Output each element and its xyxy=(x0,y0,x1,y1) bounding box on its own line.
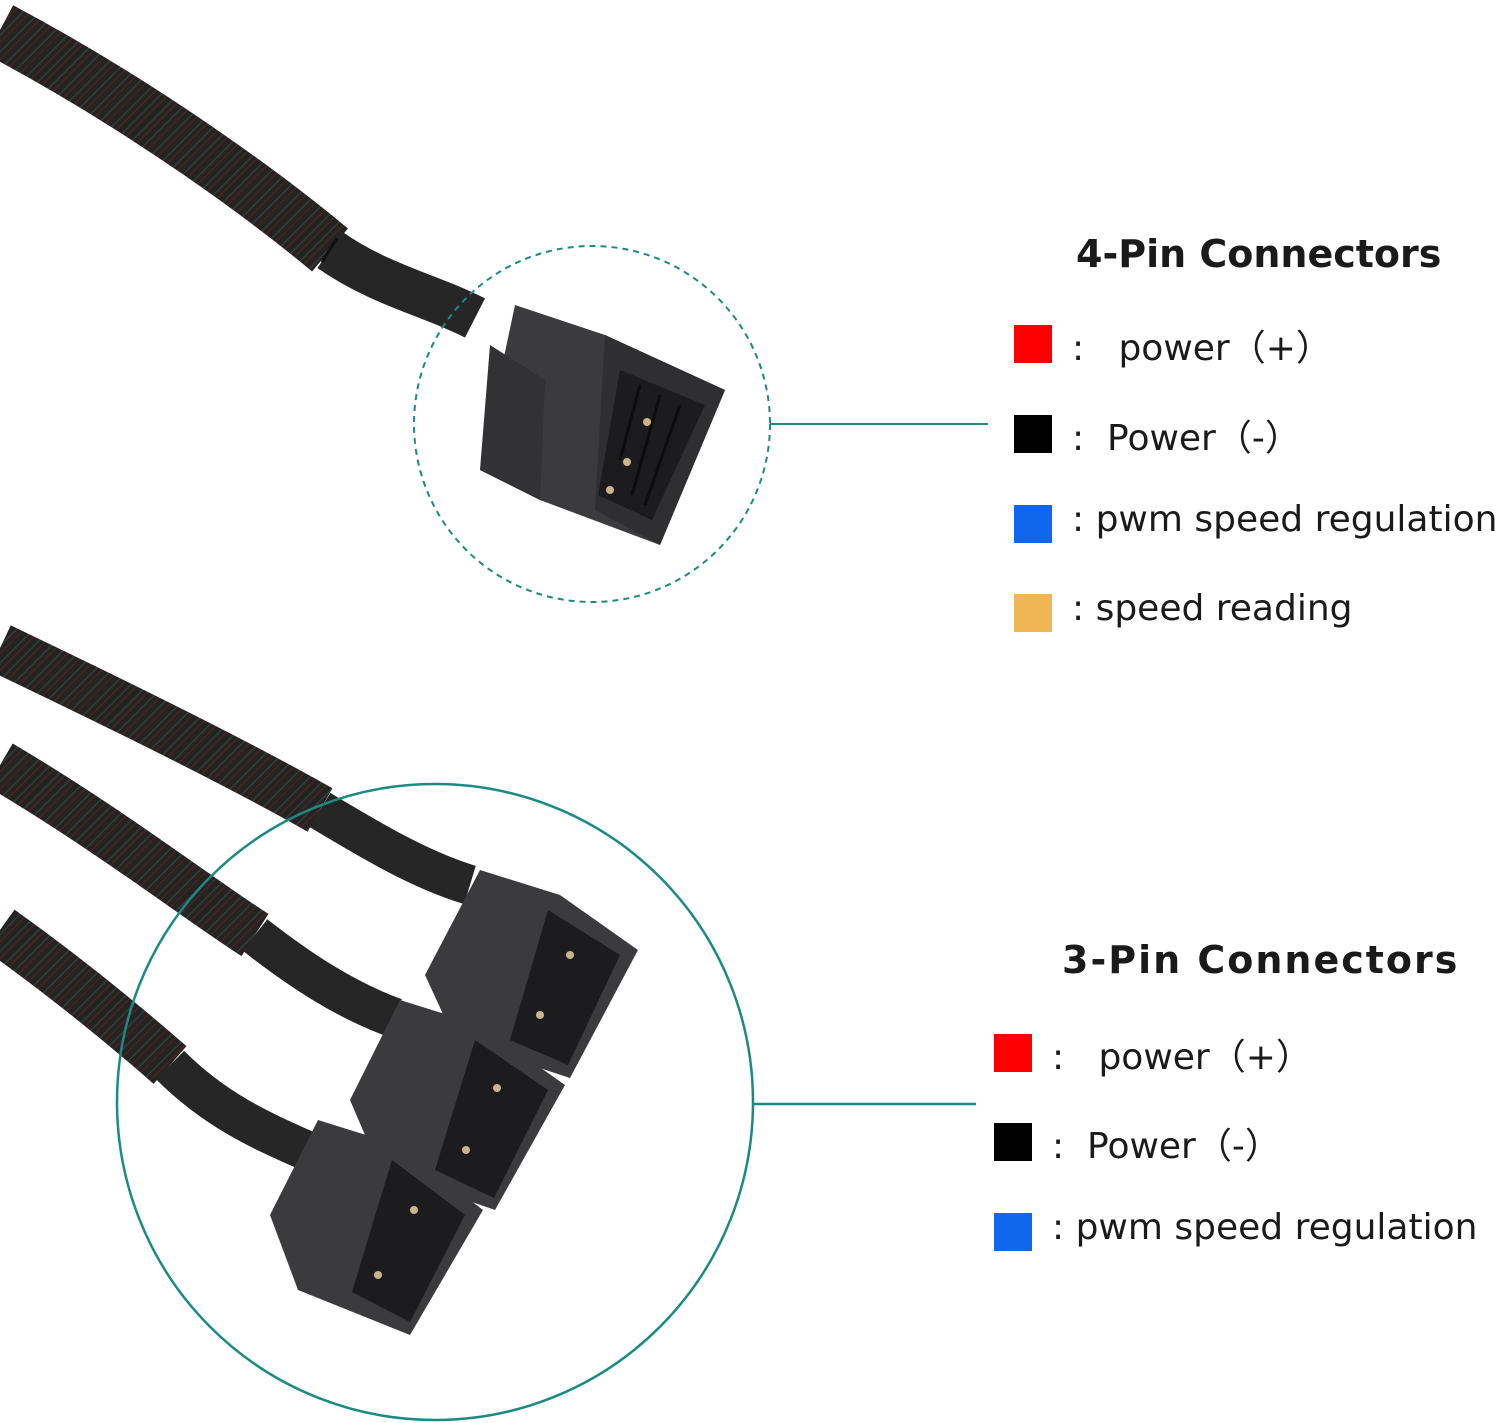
black-swatch xyxy=(1014,415,1052,453)
connector-4pin xyxy=(480,305,725,545)
cable-3pin-3 xyxy=(0,909,314,1169)
red-swatch xyxy=(1014,325,1052,363)
blue-swatch xyxy=(1014,505,1052,543)
cable-3pin-1 xyxy=(0,625,476,905)
black-swatch xyxy=(994,1123,1032,1161)
heading-3pin: 3-Pin Connectors xyxy=(1062,938,1460,982)
connector-3pin-3 xyxy=(270,1120,483,1335)
legend-label: : Power（-） xyxy=(1052,1126,1281,1167)
legend-label: : power（+） xyxy=(1052,1037,1312,1078)
callout-circle-3pin xyxy=(115,782,755,1422)
cable-4pin xyxy=(0,5,486,338)
legend-label: : speed reading xyxy=(1072,588,1353,629)
red-swatch xyxy=(994,1034,1032,1072)
legend-label: : power（+） xyxy=(1072,328,1332,369)
blue-swatch xyxy=(994,1213,1032,1251)
legend-label: : pwm speed regulation xyxy=(1052,1207,1478,1248)
orange-swatch xyxy=(1014,594,1052,632)
heading-4pin: 4-Pin Connectors xyxy=(1076,232,1442,276)
cable-3pin-2 xyxy=(0,743,402,1037)
legend-label: : pwm speed regulation xyxy=(1072,499,1498,540)
legend-label: : Power（-） xyxy=(1072,418,1301,459)
